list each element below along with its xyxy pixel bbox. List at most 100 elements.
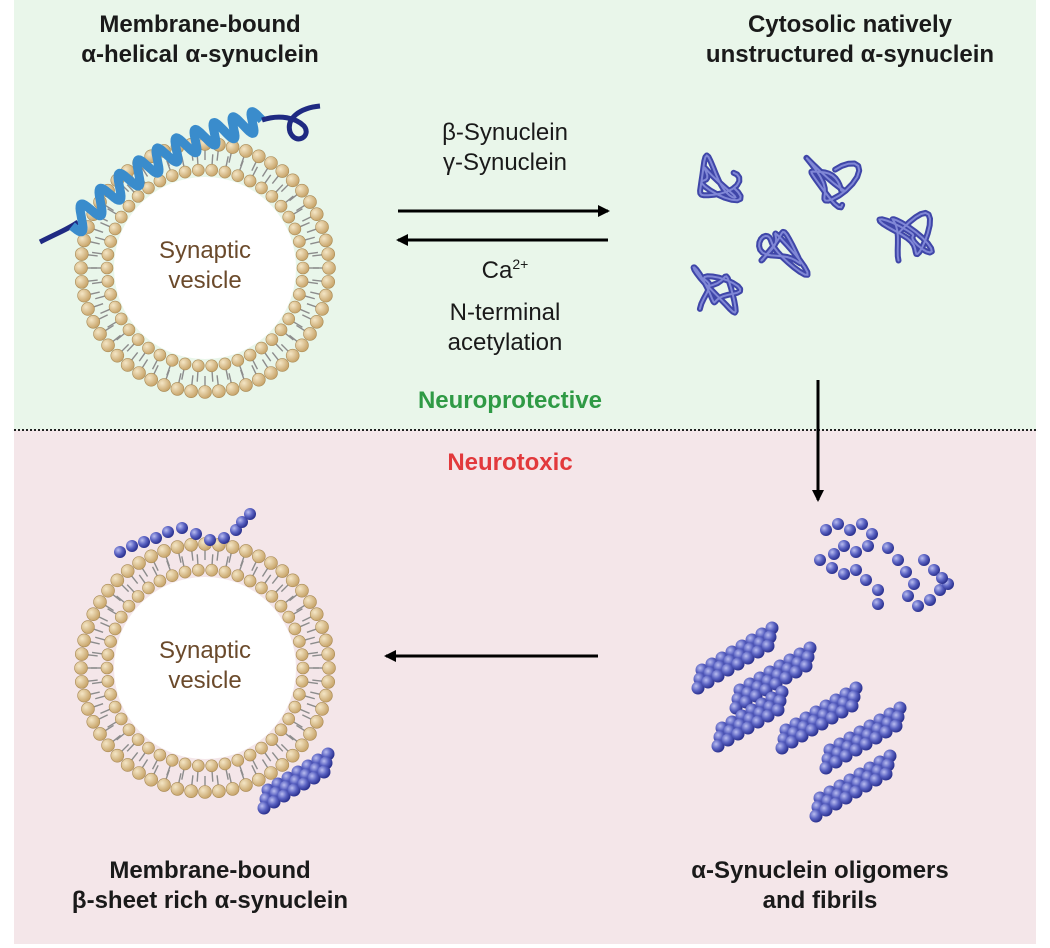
vesicle-label-top: Synaptic vesicle	[130, 236, 280, 296]
lipid-tail	[296, 724, 306, 732]
lipid-head	[255, 181, 268, 195]
cytosolic-title: Cytosolic natively unstructured α-synucl…	[670, 10, 1030, 70]
fibril-bead	[751, 645, 765, 659]
lipid-head	[153, 574, 167, 588]
fibril-bead	[845, 699, 859, 713]
n-terminal-label: N-terminal acetylation	[400, 298, 610, 358]
lipid-head	[165, 354, 179, 367]
fibril-bead	[751, 715, 765, 729]
lipid-tail	[289, 193, 298, 202]
lipid-tail	[296, 204, 306, 212]
fibril-bead	[799, 659, 813, 673]
lipid-head	[205, 563, 218, 577]
neuroprotective-label: Neuroprotective	[417, 387, 603, 414]
lipid-tail	[151, 360, 158, 370]
lipid-head	[122, 599, 136, 613]
lipid-head	[142, 581, 155, 595]
lipid-tail	[141, 359, 149, 369]
protein-bead	[820, 524, 832, 536]
lipid-tail	[300, 621, 310, 628]
lipid-tail	[306, 703, 317, 708]
protein-coil-highlight	[878, 211, 933, 262]
lipid-tail	[153, 765, 159, 775]
fibril-bead	[809, 809, 823, 823]
lipid-head	[157, 378, 171, 392]
lipid-head	[74, 247, 89, 261]
fibril-bead	[317, 765, 331, 779]
lipid-head	[157, 544, 171, 558]
lipid-tail	[252, 166, 259, 176]
lipid-head	[101, 338, 115, 353]
lipid-tail	[126, 184, 135, 193]
lipid-head	[74, 675, 89, 689]
lipid-tail	[93, 303, 104, 308]
lipid-head	[231, 354, 245, 367]
lipid-head	[104, 635, 117, 648]
lipid-head	[243, 748, 257, 762]
lipid-head	[218, 565, 232, 579]
lipid-tail	[228, 152, 232, 163]
lipid-tail	[153, 561, 159, 571]
fibril-bead	[835, 705, 849, 719]
n-terminal-line: acetylation	[447, 329, 563, 356]
lipid-tail	[98, 314, 108, 320]
lipid-tail	[228, 773, 232, 784]
lipid-tail	[98, 714, 108, 720]
protein-bead	[892, 554, 904, 566]
lipid-head	[101, 248, 115, 261]
protein-bead	[814, 554, 826, 566]
lipid-head	[114, 610, 128, 624]
fibril-bead	[307, 771, 321, 785]
lipid-head	[322, 661, 336, 675]
vesicle-lumen	[114, 577, 296, 759]
lipid-head	[153, 748, 167, 762]
protein-coil-highlight	[692, 266, 742, 314]
lipid-tail	[87, 679, 98, 682]
lipid-head	[315, 302, 329, 316]
fibril-bead	[879, 767, 893, 781]
lipid-head	[170, 382, 185, 396]
lipid-tail	[181, 769, 185, 780]
lipid-tail	[275, 584, 284, 593]
lipid-head	[275, 164, 290, 178]
lipid-head	[192, 563, 205, 577]
lipid-tail	[252, 760, 259, 770]
membrane-bound-helical-title: Membrane-bound α-helical α-synuclein	[30, 10, 370, 70]
lipid-head	[178, 757, 192, 771]
lipid-tail	[289, 734, 298, 743]
lipid-head	[319, 688, 333, 703]
lipid-head	[101, 583, 115, 598]
lipid-tail	[130, 752, 139, 761]
lipid-head	[110, 573, 125, 588]
lipid-head	[275, 358, 290, 372]
fibril-bead	[879, 725, 893, 739]
lipid-tail	[271, 175, 280, 184]
lipid-head	[288, 300, 302, 314]
lipid-head	[295, 738, 309, 753]
lipid-head	[120, 564, 135, 578]
lipid-head	[321, 275, 336, 289]
lipid-head	[108, 222, 122, 236]
fibril-bead	[775, 741, 789, 755]
lipid-head	[86, 607, 101, 621]
lipid-tail	[310, 691, 321, 695]
protein-bead	[902, 590, 914, 602]
lipid-tail	[280, 184, 289, 193]
lipid-tail	[302, 314, 312, 320]
lipid-head	[231, 169, 245, 182]
fibril-bead	[869, 773, 883, 787]
lipid-tail	[95, 236, 106, 241]
lipid-head	[108, 700, 122, 714]
protein-bead	[860, 574, 872, 586]
fibril-bead	[779, 671, 793, 685]
lipid-head	[295, 648, 309, 661]
lipid-tail	[251, 561, 257, 571]
protein-bead	[918, 554, 930, 566]
lipid-head	[309, 315, 324, 329]
lipid-tail	[93, 628, 104, 633]
lipid-tail	[166, 365, 171, 376]
lipid-head	[295, 275, 309, 288]
lipid-head	[114, 312, 128, 326]
fibril-bead	[257, 801, 271, 815]
lipid-head	[252, 772, 266, 787]
